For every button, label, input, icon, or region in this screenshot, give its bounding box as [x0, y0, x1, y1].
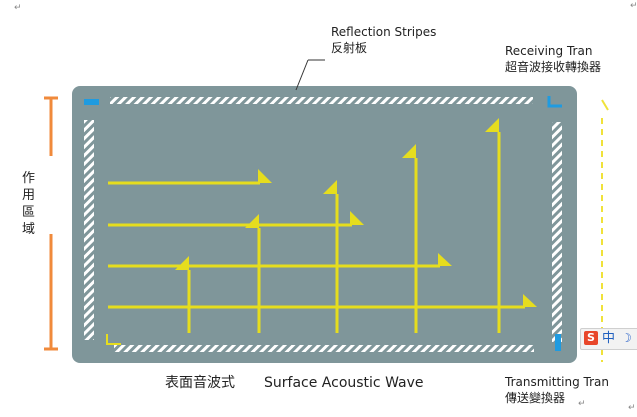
wave-h-4-arrow: [523, 294, 537, 307]
receiving-transducer-label-zh: 超音波接收轉換器: [505, 60, 602, 74]
transducer-top-left: [84, 99, 99, 105]
reflection-stripes-right: [552, 122, 562, 342]
vertical-wave-lines: [187, 132, 501, 333]
wave-h-2-arrow: [350, 211, 364, 225]
signal-dashed-line: [601, 99, 609, 362]
transducer-bottom-right: [555, 334, 561, 351]
vertical-wave-arrows: [175, 118, 499, 270]
wave-v-5-arrow: [485, 118, 499, 132]
wave-v-4-arrow: [402, 144, 416, 158]
wave-v-3-arrow: [323, 180, 337, 194]
transmitting-transducer-label-zh: 傳送變換器: [505, 391, 566, 405]
reflection-stripes-top: [110, 97, 533, 104]
sogou-logo-icon[interactable]: S: [584, 331, 598, 345]
reflection-stripes-left: [84, 120, 94, 340]
reflection-stripes-label-en: Reflection Stripes: [331, 25, 437, 39]
wave-h-1-arrow: [258, 169, 272, 183]
reflection-stripes-label-zh: 反射板: [331, 41, 368, 55]
receiving-transducer-label-en: Receiving Tran: [505, 44, 593, 58]
return-mark: ↵: [628, 403, 636, 413]
horizontal-wave-lines: [108, 181, 525, 309]
return-mark: ↵: [14, 3, 22, 13]
return-mark: ↵: [630, 1, 637, 11]
moon-icon[interactable]: ☽: [621, 331, 632, 345]
wave-h-3-arrow: [438, 253, 452, 266]
caption-en: Surface Acoustic Wave: [264, 375, 424, 391]
bottom-left-corner-mark: [106, 334, 121, 345]
active-area-label: 作用區域: [22, 171, 36, 237]
wave-v-1-arrow: [175, 256, 189, 270]
reflection-stripes-bottom: [114, 345, 534, 352]
receiving-transducer-corner: [547, 96, 562, 108]
reflection-pointer-diagonal: [295, 59, 309, 91]
transmitting-transducer-label-en: Transmitting Tran: [505, 375, 609, 389]
return-mark: ↵: [578, 399, 586, 409]
ime-toolbar[interactable]: S 中 ☽: [580, 328, 637, 350]
active-area-bracket: [44, 96, 58, 351]
horizontal-wave-arrows: [258, 169, 537, 307]
wave-v-2-arrow: [245, 214, 259, 228]
caption-zh: 表面音波式: [165, 375, 235, 391]
ime-mode-chinese[interactable]: 中: [602, 331, 616, 346]
